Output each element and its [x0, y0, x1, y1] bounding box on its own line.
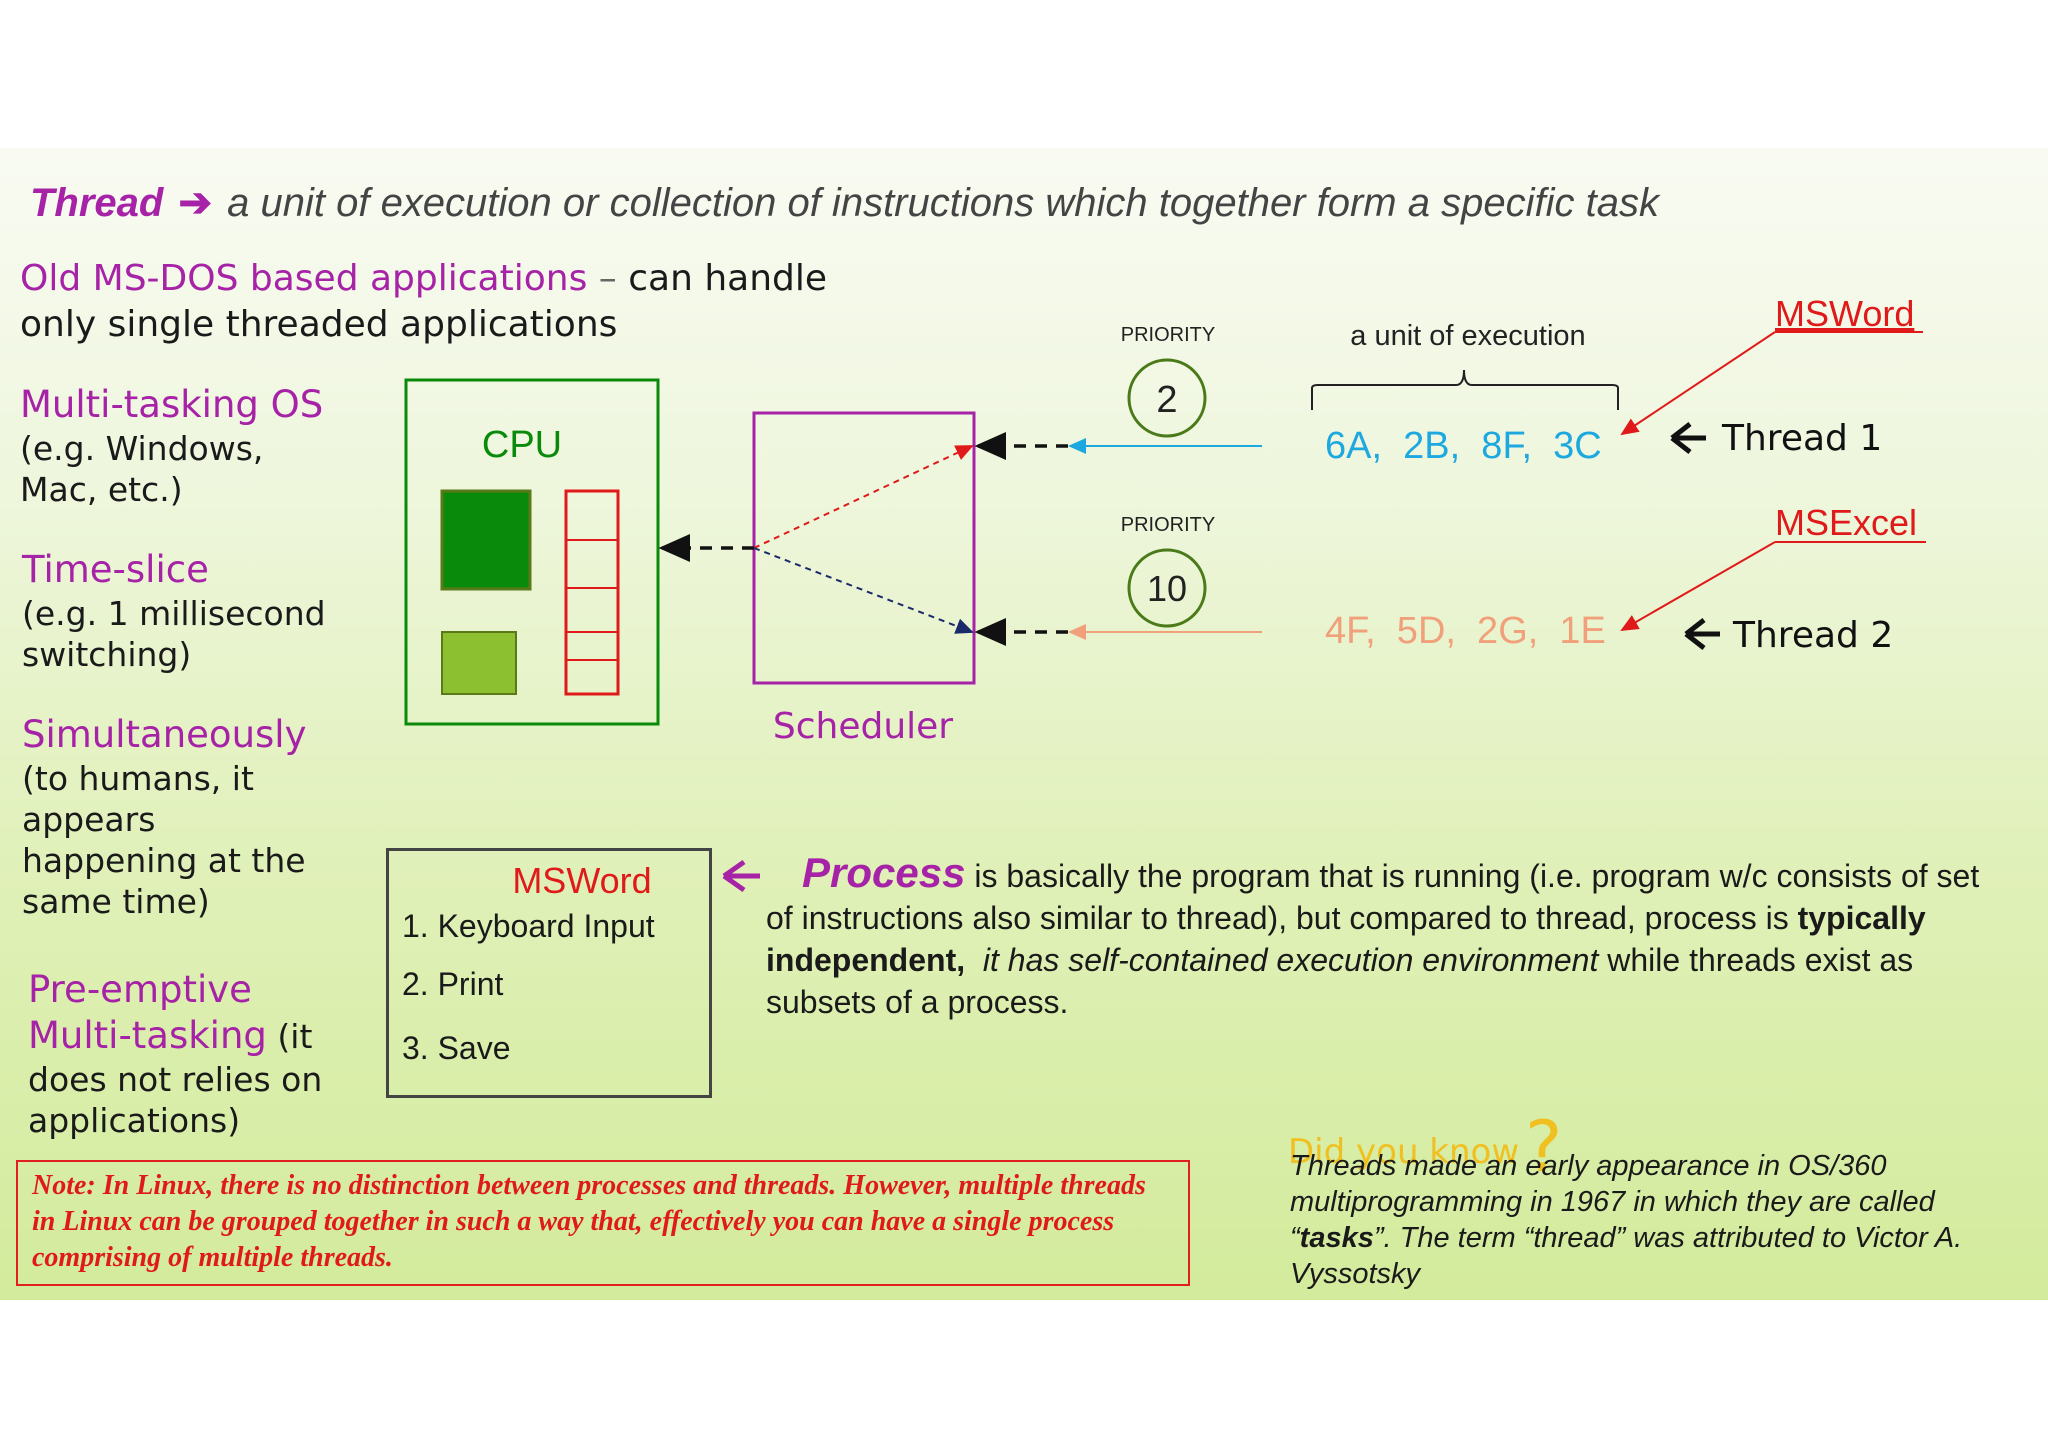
simultaneous-body-2: appears: [22, 800, 156, 839]
multitask-body-1: (e.g. Windows,: [20, 429, 264, 468]
process-item-1: 1. Keyboard Input: [402, 908, 655, 944]
msdos-block: Old MS-DOS based applications – can hand…: [20, 256, 827, 348]
linux-note-box: [16, 1160, 1190, 1286]
msdos-body-1: can handle: [628, 258, 828, 299]
process-box-title: MSWord: [512, 860, 652, 901]
question-mark-icon: ?: [1525, 1106, 1563, 1188]
left-arrow-icon: [1684, 618, 1720, 650]
timeslice-block: Time-slice (e.g. 1 millisecond switching…: [22, 547, 326, 675]
thread2-label-group: Thread 2: [1684, 615, 1893, 656]
multitask-block: Multi-tasking OS (e.g. Windows, Mac, etc…: [20, 382, 323, 510]
cpu-label: CPU: [482, 424, 562, 466]
priority-circle-1: [1127, 358, 1207, 438]
timeslice-body-2: switching): [22, 635, 192, 674]
process-part2: while threads exist as subsets of a proc…: [766, 942, 1914, 1020]
did-you-know-title: Did you know: [1288, 1132, 1520, 1172]
did-you-know-text: Threads made an early appearance in OS/3…: [1290, 1148, 2010, 1292]
preemptive-body-1: does not relies on: [28, 1060, 323, 1099]
slide-background: [0, 148, 2048, 1300]
scheduler-label: Scheduler: [773, 706, 953, 747]
process-italic: it has self-contained execution environm…: [982, 942, 1599, 978]
msword-pointer-arrow: [1620, 331, 1776, 436]
thread1-label-group: Thread 1: [1670, 418, 1882, 459]
msexcel-pointer-arrow: [1620, 541, 1776, 631]
thread2-label: Thread 2: [1732, 615, 1893, 656]
msexcel-app-label: MSExcel: [1775, 502, 1917, 543]
cpu-register-stack: [564, 489, 620, 696]
timeslice-body-1: (e.g. 1 millisecond: [22, 594, 326, 633]
left-arrow-icon: [1670, 422, 1706, 454]
process-item-3: 3. Save: [402, 1030, 511, 1066]
cpu-box: [404, 378, 660, 726]
thread1-instructions: 6A, 2B, 8F, 3C: [1325, 425, 1602, 467]
dyk-text-1: Threads made an early appearance in OS/3…: [1290, 1150, 1935, 1218]
cpu-core-small: [441, 631, 517, 695]
right-arrow-icon: ➔: [178, 181, 212, 225]
scheduler-select-thread2: [753, 547, 974, 634]
simultaneous-body-1: (to humans, it: [22, 759, 254, 798]
simultaneous-heading: Simultaneously: [22, 713, 307, 756]
msdos-heading: Old MS-DOS based applications: [20, 258, 588, 299]
preemptive-heading-2: Multi-tasking: [28, 1014, 267, 1057]
title-row: Thread ➔ a unit of execution or collecti…: [30, 180, 1659, 226]
thread-definition: a unit of execution or collection of ins…: [227, 181, 1659, 225]
did-you-know-heading: Did you know?: [1288, 1098, 1562, 1188]
dash: –: [587, 258, 629, 299]
preemptive-body-inline: (it: [266, 1017, 313, 1056]
multitask-heading: Multi-tasking OS: [20, 383, 324, 426]
unit-of-execution-label: a unit of execution: [1350, 320, 1585, 352]
simultaneous-body-3: happening at the: [22, 841, 306, 880]
priority-value-2: 10: [1147, 568, 1187, 609]
process-term: Process: [802, 849, 966, 896]
process-part1: is basically the program that is running…: [766, 858, 1980, 936]
priority-label-2: PRIORITY: [1121, 514, 1215, 536]
timeslice-heading: Time-slice: [22, 548, 209, 591]
linux-note-text: Note: In Linux, there is no distinction …: [32, 1170, 1146, 1273]
process-box: [386, 848, 712, 1098]
thread1-label: Thread 1: [1721, 418, 1882, 459]
simultaneous-body-4: same time): [22, 882, 210, 921]
dyk-quote: “: [1290, 1222, 1300, 1254]
process-description: Process is basically the program that is…: [766, 852, 1996, 1023]
simultaneous-block: Simultaneously (to humans, it appears ha…: [22, 712, 306, 922]
preemptive-block: Pre-emptive Multi-tasking (it does not r…: [28, 967, 322, 1141]
cpu-core-large: [440, 489, 532, 591]
dyk-bold-word: tasks: [1299, 1222, 1374, 1254]
process-bold: typically independent,: [766, 900, 1926, 978]
preemptive-heading-1: Pre-emptive: [28, 968, 252, 1011]
multitask-body-2: Mac, etc.): [20, 470, 183, 509]
thread-term: Thread: [30, 181, 164, 225]
priority-circle-2: [1127, 548, 1207, 628]
msdos-body-2: only single threaded applications: [20, 304, 618, 345]
priority-value-1: 2: [1156, 379, 1177, 421]
priority-label-1: PRIORITY: [1121, 324, 1215, 346]
process-item-2: 2. Print: [402, 966, 504, 1002]
preemptive-body-2: applications): [28, 1101, 241, 1140]
brace-icon: [1311, 369, 1619, 410]
thread2-instructions: 4F, 5D, 2G, 1E: [1325, 610, 1606, 652]
dyk-text-2: ”. The term “thread” was attributed to V…: [1290, 1222, 1963, 1290]
msword-app-label: MSWord: [1775, 293, 1914, 334]
process-left-arrow-icon: [722, 859, 760, 893]
scheduler-box: [752, 411, 976, 685]
scheduler-select-thread1: [753, 445, 974, 549]
